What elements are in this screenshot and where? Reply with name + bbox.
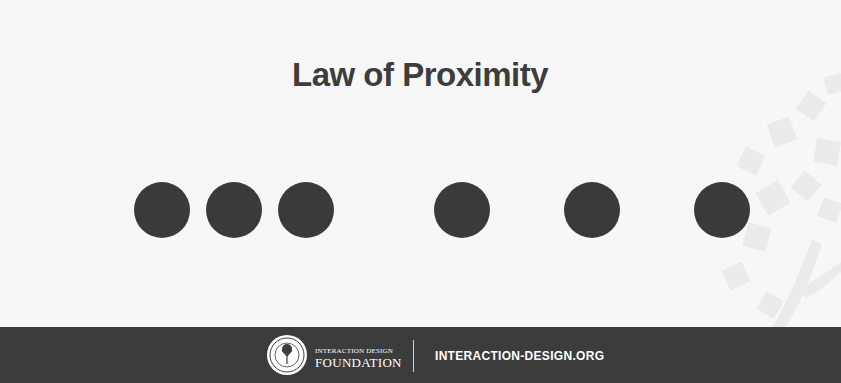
website-text: INTERACTION-DESIGN.ORG (435, 349, 604, 363)
dot (278, 182, 334, 238)
dot (134, 182, 190, 238)
dot (694, 182, 750, 238)
footer-divider (413, 340, 414, 372)
footer-bar (0, 327, 841, 383)
dot (564, 182, 620, 238)
foundation-logo (267, 335, 307, 375)
brand-text: INTERACTION DESIGN (315, 347, 393, 355)
dot (434, 182, 490, 238)
brand-text: FOUNDATION (315, 355, 402, 371)
dot (206, 182, 262, 238)
dot-group (134, 182, 750, 238)
diagram-title: Law of Proximity (292, 56, 548, 94)
